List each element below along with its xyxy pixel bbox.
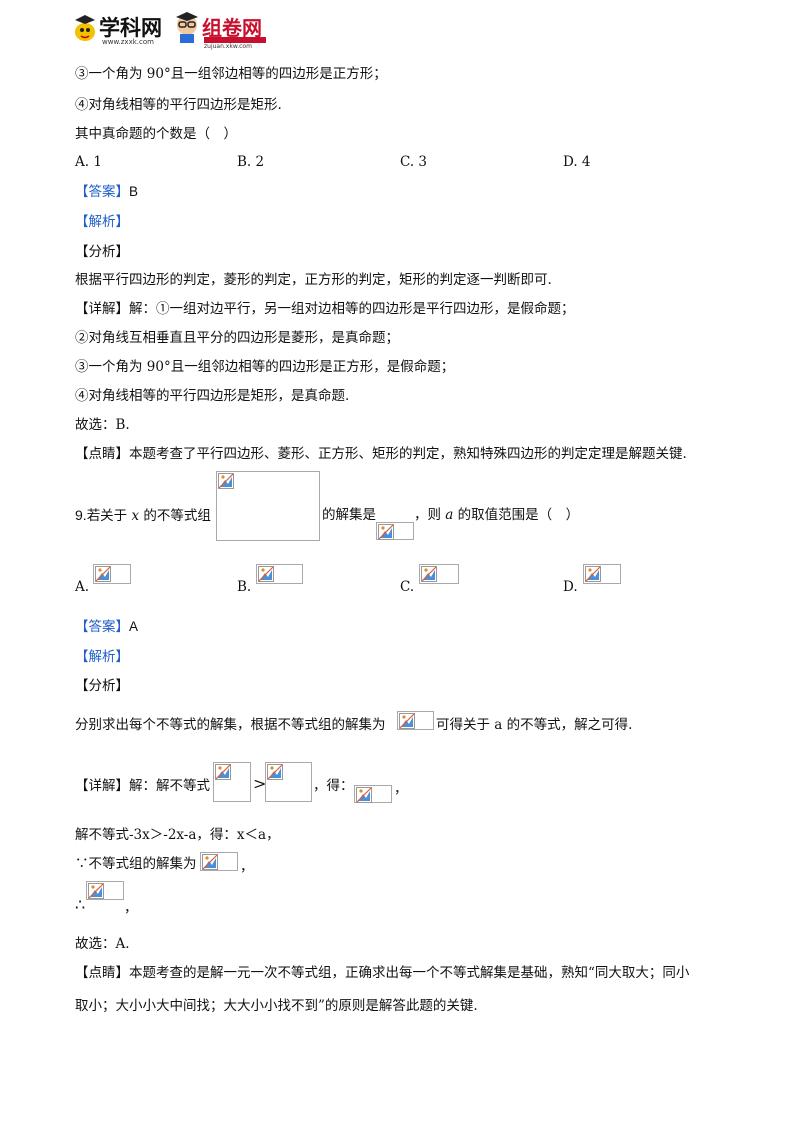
q9-detail-1: 【详解】解：解不等式	[75, 777, 210, 795]
q9-system-image	[216, 471, 320, 541]
q8-choose: 故选：B.	[75, 417, 130, 433]
q8-prompt: 其中真命题的个数是（ ）	[75, 126, 237, 142]
logo-zujuan-name: 组卷网	[202, 16, 262, 40]
q9-detail-4-tail: ，	[124, 900, 138, 916]
q8-option-a: A. 1	[75, 154, 102, 170]
q9-solution-image	[376, 522, 414, 540]
q8-detail-4: ④对角线相等的平行四边形是矩形，是真命题.	[75, 388, 350, 404]
broken-image-icon	[218, 473, 234, 489]
q9-option-a-label: A.	[75, 579, 90, 595]
broken-image-icon	[202, 854, 218, 870]
q9-detail-3: ∵不等式组的解集为	[75, 856, 197, 872]
q9-detail-rhs-image	[265, 762, 312, 802]
q9-stem-mid: 的解集是	[322, 507, 376, 523]
q9-detail-result-image	[354, 785, 392, 803]
q9-option-d-image	[583, 564, 621, 584]
broken-image-icon	[378, 524, 394, 540]
q8-item-3: ③一个角为 90°且一组邻边相等的四边形是正方形；	[75, 66, 387, 82]
q9-option-c-image	[419, 564, 459, 584]
q9-choose: 故选：A.	[75, 936, 130, 952]
q8-option-c: C. 3	[400, 154, 428, 170]
header-logo-zxxk: 学科网 www.zxxk.com	[72, 12, 172, 46]
q9-detail-gt: >	[253, 774, 267, 793]
q8-answer: 【答案】B	[75, 183, 138, 201]
broken-image-icon	[399, 713, 415, 729]
q9-detail-2: 解不等式-3x＞-2x-a，得：x＜a，	[75, 827, 280, 843]
q8-answer-value: B	[129, 184, 139, 199]
q8-detail-text-1: 解：①一组对边平行，另一组对边相等的四边形是平行四边形，是假命题；	[129, 301, 575, 317]
q8-detail-3: ③一个角为 90°且一组邻边相等的四边形是正方形，是假命题；	[75, 359, 455, 375]
q9-detail-4-image	[86, 881, 124, 900]
q9-var-x: x	[131, 508, 140, 524]
student-icon	[176, 12, 198, 43]
q9-option-d-label: D.	[563, 579, 578, 595]
q9-option-a-image	[93, 564, 131, 584]
q9-stem-text-b: 的不等式组	[139, 508, 211, 524]
q8-fenxi-tag: 【分析】	[75, 244, 129, 260]
q9-comment-tag: 【点睛】	[75, 965, 129, 981]
q8-option-d: D. 4	[563, 154, 591, 170]
q9-analysis-tag: 【解析】	[75, 649, 129, 665]
logo-zujuan-badge	[204, 37, 266, 43]
q9-stem-text-d: ，则	[414, 507, 446, 523]
q9-fenxi-tag: 【分析】	[75, 678, 129, 694]
q9-option-c-label: C.	[400, 579, 415, 595]
q9-detail-4: ∴	[75, 895, 86, 914]
q8-comment-tag: 【点睛】	[75, 446, 129, 462]
broken-image-icon	[585, 566, 601, 582]
broken-image-icon	[258, 566, 274, 582]
q9-stem-right: ，则 a 的取值范围是（ ）	[414, 506, 579, 524]
broken-image-icon	[88, 883, 104, 899]
q9-fenxi-b: 可得关于 a 的不等式，解之可得.	[436, 717, 633, 733]
logo-zxxk-name: 学科网	[99, 16, 162, 40]
broken-image-icon	[421, 566, 437, 582]
q9-var-a: a	[445, 507, 454, 523]
q9-comment-text-1: 本题考查的是解一元一次不等式组，正确求出每一个不等式解集是基础，熟知“同大取大；…	[129, 965, 690, 981]
logo-zujuan-url: zujuan.xkw.com	[204, 43, 252, 50]
q9-detail-text-b: ，得：	[313, 778, 354, 794]
q8-detail-tag: 【详解】	[75, 301, 129, 317]
q9-detail-3-tail: ，	[240, 859, 254, 875]
broken-image-icon	[95, 566, 111, 582]
q8-fenxi-text: 根据平行四边形的判定，菱形的判定，正方形的判定，矩形的判定逐一判断即可.	[75, 272, 552, 288]
q9-fenxi-image	[397, 711, 434, 730]
q9-option-b-image	[256, 564, 303, 584]
mascot-icon	[75, 15, 95, 41]
broken-image-icon	[267, 764, 283, 780]
q8-comment: 【点睛】本题考查了平行四边形、菱形、正方形、矩形的判定，熟知特殊四边形的判定定理…	[75, 445, 687, 463]
q9-detail-text-a: 解：解不等式	[129, 778, 210, 794]
logo-zxxk-url: www.zxxk.com	[102, 38, 154, 46]
q9-detail-lhs-image	[213, 762, 251, 802]
q9-option-b-label: B.	[237, 579, 252, 595]
q8-option-b: B. 2	[237, 154, 265, 170]
q9-stem-text-e: 的取值范围是（ ）	[453, 507, 580, 523]
q8-detail-2: ②对角线互相垂直且平分的四边形是菱形，是真命题；	[75, 330, 399, 346]
header-logo-zujuan: 组卷网 zujuan.xkw.com	[174, 12, 274, 50]
q8-comment-text: 本题考查了平行四边形、菱形、正方形、矩形的判定，熟知特殊四边形的判定定理是解题关…	[129, 446, 687, 462]
q9-stem-text-a: 若关于	[86, 508, 132, 524]
q9-detail-tag: 【详解】	[75, 778, 129, 794]
broken-image-icon	[215, 764, 231, 780]
q9-detail-3-image	[200, 852, 238, 871]
q9-comment-1: 【点睛】本题考查的是解一元一次不等式组，正确求出每一个不等式解集是基础，熟知“同…	[75, 964, 689, 982]
q8-detail-1: 【详解】解：①一组对边平行，另一组对边相等的四边形是平行四边形，是假命题；	[75, 300, 575, 318]
q9-answer: 【答案】A	[75, 618, 138, 636]
q8-answer-tag: 【答案】	[75, 184, 129, 200]
broken-image-icon	[356, 787, 372, 803]
q9-answer-tag: 【答案】	[75, 619, 129, 635]
q9-fenxi-a: 分别求出每个不等式的解集，根据不等式组的解集为	[75, 717, 386, 733]
q9-answer-value: A	[129, 619, 139, 634]
q8-analysis-tag: 【解析】	[75, 214, 129, 230]
q9-detail-text-c: ，	[394, 781, 408, 797]
q8-item-4: ④对角线相等的平行四边形是矩形.	[75, 97, 282, 113]
q9-comment-2: 取小；大小小大中间找；大大小小找不到”的原则是解答此题的关键.	[75, 998, 478, 1014]
q9-number: 9.	[75, 507, 87, 523]
q9-stem-left: 9.若关于 x 的不等式组	[75, 506, 211, 525]
